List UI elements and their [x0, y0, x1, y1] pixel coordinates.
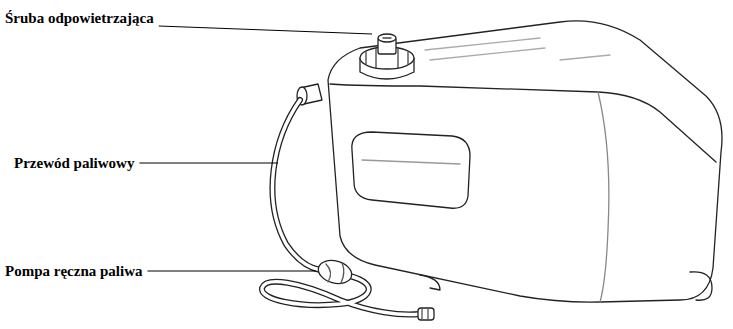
filler-cap — [360, 34, 414, 79]
tank-edge — [330, 84, 716, 162]
fuel-hose — [262, 100, 420, 314]
tank-handle — [362, 160, 460, 164]
tank-emboss — [425, 38, 610, 60]
leader-line — [139, 163, 278, 164]
part-label: Przewód paliwowy — [14, 154, 134, 172]
tank-edge — [598, 92, 609, 302]
hose-coupling — [418, 308, 434, 320]
tank-foot — [690, 272, 712, 300]
tank-body — [328, 21, 722, 302]
part-label: Pompa ręczna paliwa — [5, 262, 142, 280]
part-label: Śruba odpowietrzająca — [5, 9, 154, 27]
tank-handle — [352, 132, 470, 208]
hand-pump — [316, 257, 355, 287]
leader-line — [159, 26, 372, 34]
leader-line — [147, 271, 316, 272]
tank-foot — [420, 275, 440, 290]
